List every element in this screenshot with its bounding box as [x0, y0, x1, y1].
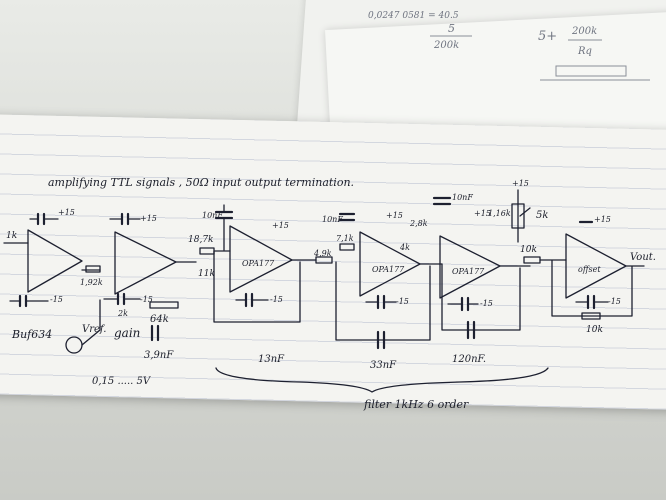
- sketch-heading: amplifying TTL signals , 50Ω input outpu…: [48, 176, 354, 189]
- gain-amp-symbol: [114, 231, 177, 295]
- label-3-9nf: 3,9nF: [144, 350, 174, 361]
- label-10k-b: 10k: [586, 325, 603, 335]
- back-note-2: 5: [448, 22, 455, 35]
- label-13nf: 13nF: [258, 354, 285, 365]
- label-1-92k: 1,92k: [80, 278, 103, 287]
- label-33nf: 33nF: [370, 360, 397, 371]
- label-7-1k: 7,1k: [336, 234, 354, 243]
- opamp-3-label: OPA177: [452, 267, 485, 276]
- label-m15-6: -15: [608, 297, 621, 306]
- label-m15-3: -15: [270, 295, 283, 304]
- label-1k: 1k: [6, 231, 17, 241]
- label-vref: Vref.: [82, 324, 106, 335]
- label-120nf: 120nF.: [452, 354, 486, 365]
- label-m15-1: -15: [50, 295, 63, 304]
- label-vout: Vout.: [630, 252, 656, 263]
- label-10nf-c: 10nF: [452, 193, 473, 202]
- label-p15-1: +15: [58, 208, 75, 217]
- label-18-7k: 18,7k: [188, 235, 214, 245]
- back-note-1: 0,0247 0581 = 40.5: [368, 11, 459, 21]
- offset-amp-symbol: [565, 233, 627, 299]
- opamp-2-label: OPA177: [372, 265, 405, 274]
- label-5k: 5k: [536, 210, 548, 221]
- background-notes: 0,0247 0581 = 40.5 5 200k 5+ 200k Rq: [368, 11, 650, 81]
- label-1-16k: 1,16k: [488, 209, 511, 218]
- buffer-amp-symbol: [27, 229, 83, 293]
- label-2k: 2k: [117, 309, 128, 318]
- back-note-6: Rq: [577, 46, 592, 57]
- label-11k: 11k: [198, 269, 215, 279]
- label-10nf-b: 10nF: [322, 215, 343, 224]
- label-m15-5: -15: [480, 299, 493, 308]
- label-p15-2: +15: [140, 214, 157, 223]
- offset-amp-label: offset: [578, 265, 601, 274]
- label-range: 0,15 ..... 5V: [92, 376, 152, 387]
- vref-source-symbol: [65, 336, 83, 354]
- label-m15-4: -15: [396, 297, 409, 306]
- label-p15-3: +15: [272, 221, 289, 230]
- label-4-9k: 4,9k: [313, 249, 332, 258]
- opamp-1-symbol: [229, 225, 293, 293]
- label-4k: 4k: [399, 243, 410, 252]
- label-2-8k: 2,8k: [409, 219, 428, 228]
- filter-brace: [215, 367, 549, 393]
- opamp-3-symbol: [439, 235, 501, 299]
- label-gain: gain: [114, 326, 140, 340]
- label-p15-6: +15: [512, 179, 529, 188]
- label-m15-2: -15: [140, 295, 153, 304]
- back-note-4: 5+: [538, 29, 557, 44]
- label-10k-a: 10k: [520, 245, 537, 255]
- label-p15-4: +15: [386, 211, 403, 220]
- label-p15-5: +15: [474, 209, 491, 218]
- label-10nf-a: 10nF: [202, 211, 223, 220]
- label-p15-7: +15: [594, 215, 611, 224]
- label-64k: 64k: [150, 314, 169, 325]
- label-filter: filter 1kHz 6 order: [363, 398, 469, 411]
- opamp-2-symbol: [359, 231, 421, 297]
- back-note-5: 200k: [571, 26, 597, 37]
- opamp-1-label: OPA177: [242, 259, 275, 268]
- trim-pot-symbol: [511, 203, 525, 229]
- label-buf634: Buf634: [11, 328, 52, 341]
- back-note-3: 200k: [433, 40, 459, 51]
